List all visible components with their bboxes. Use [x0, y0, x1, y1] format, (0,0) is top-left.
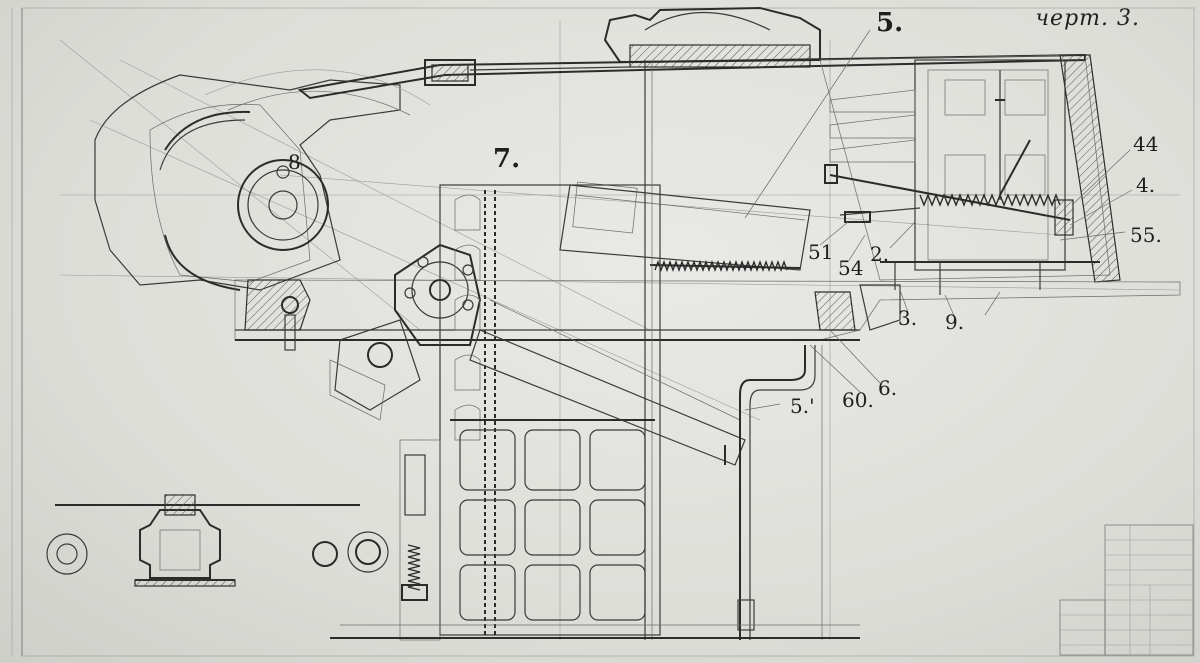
- callout-55: 55.: [1130, 223, 1162, 247]
- turret-cover: [297, 6, 1086, 100]
- title-block: [1059, 524, 1194, 656]
- callout-8: 8: [288, 150, 301, 174]
- leader-lines: [744, 29, 1133, 411]
- callout-60: 60.: [842, 388, 874, 412]
- breech-housing: [94, 69, 431, 291]
- callout-9: 9.: [945, 310, 965, 334]
- loading-tray: [559, 181, 921, 272]
- callout-5: 5.: [876, 8, 904, 38]
- callout-44: 44: [1133, 132, 1159, 156]
- callout-5-prime: 5.': [790, 394, 815, 418]
- sheet-title: черт. 3.: [1035, 6, 1140, 31]
- ammunition-chute: [329, 299, 746, 466]
- vertical-pipe: [737, 345, 823, 640]
- sheet-border: [11, 7, 1195, 657]
- callout-51: 51: [808, 240, 834, 264]
- deck-structure: [234, 279, 1181, 351]
- callout-3: 3.: [898, 306, 918, 330]
- detail-section: [46, 494, 389, 587]
- ammunition-rack: [819, 54, 1121, 295]
- lower-column: [330, 439, 860, 641]
- callout-4: 4.: [1136, 173, 1156, 197]
- callout-54: 54: [838, 256, 864, 280]
- callout-2: 2.: [870, 242, 890, 266]
- callout-7: 7.: [493, 144, 521, 174]
- callout-6: 6.: [878, 376, 898, 400]
